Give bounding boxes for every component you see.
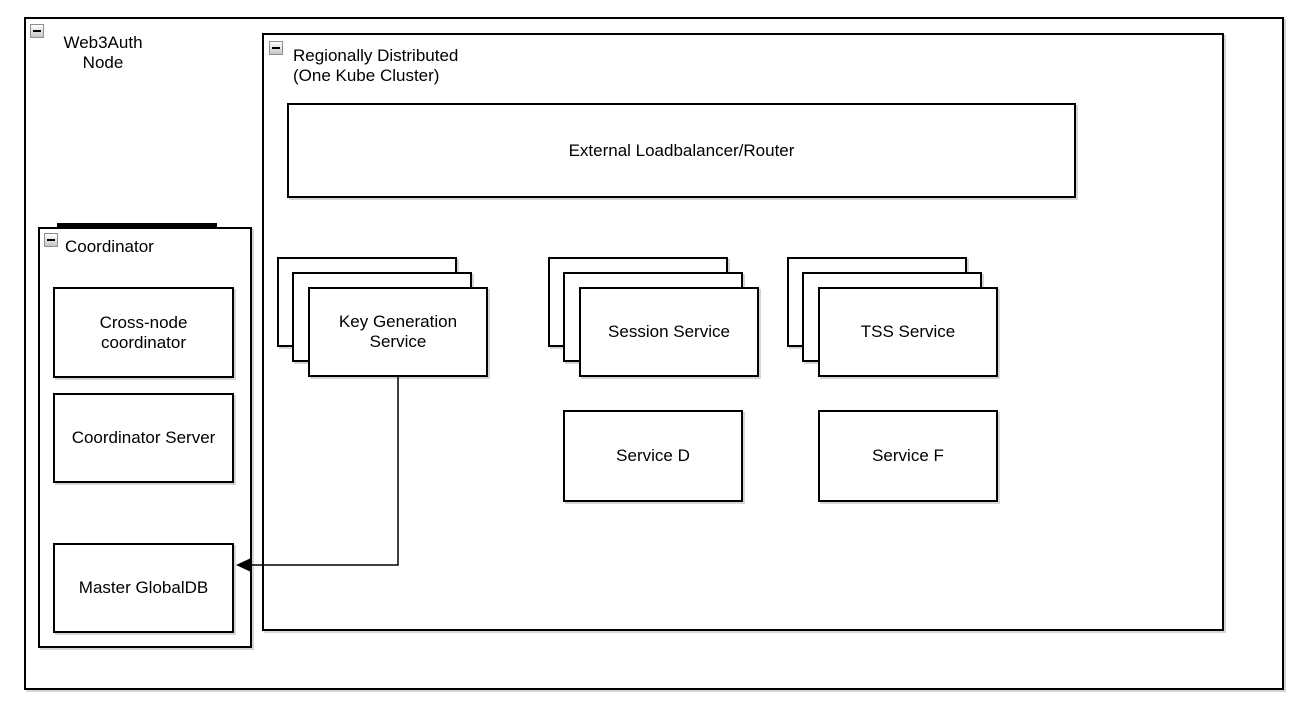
node-master-globaldb[interactable]: Master GlobalDB xyxy=(53,543,234,633)
node-label: TSS Service xyxy=(860,322,956,341)
node-loadbalancer[interactable]: External Loadbalancer/Router xyxy=(287,103,1076,198)
minus-glyph xyxy=(47,239,55,241)
node-label: Service D xyxy=(616,446,690,465)
collapse-icon[interactable] xyxy=(30,24,44,38)
group-edge-accent xyxy=(57,223,217,227)
node-label: Master GlobalDB xyxy=(78,578,209,597)
node-session-service[interactable]: Session Service xyxy=(579,287,759,377)
group-coordinator-label: Coordinator xyxy=(65,237,154,256)
node-tss-service[interactable]: TSS Service xyxy=(818,287,998,377)
node-label: External Loadbalancer/Router xyxy=(568,140,795,160)
node-label: Session Service xyxy=(608,322,730,341)
stack-tss-service[interactable]: TSS Service xyxy=(787,257,998,377)
minus-glyph xyxy=(272,47,280,49)
collapse-icon[interactable] xyxy=(44,233,58,247)
group-kube-cluster[interactable]: Regionally Distributed (One Kube Cluster… xyxy=(262,33,1224,631)
collapse-icon[interactable] xyxy=(269,41,283,55)
group-kube-label: Regionally Distributed (One Kube Cluster… xyxy=(293,46,459,85)
node-label: Service F xyxy=(872,446,944,465)
minus-glyph xyxy=(33,30,41,32)
stack-key-generation-service[interactable]: Key Generation Service xyxy=(277,257,488,377)
node-label: Cross-node coordinator xyxy=(99,312,188,352)
node-cross-node-coordinator[interactable]: Cross-node coordinator xyxy=(53,287,234,378)
node-service-f[interactable]: Service F xyxy=(818,410,998,502)
group-coordinator[interactable]: Coordinator Cross-node coordinator Coord… xyxy=(38,223,252,648)
node-label: Key Generation Service xyxy=(338,312,458,351)
node-label: Coordinator Server xyxy=(71,428,216,447)
node-service-d[interactable]: Service D xyxy=(563,410,743,502)
group-web3auth-node[interactable]: Web3Auth Node Regionally Distributed (On… xyxy=(24,17,1284,690)
node-coordinator-server[interactable]: Coordinator Server xyxy=(53,393,234,483)
stack-session-service[interactable]: Session Service xyxy=(548,257,759,377)
node-key-generation-service[interactable]: Key Generation Service xyxy=(308,287,488,377)
group-web3auth-label: Web3Auth Node xyxy=(63,33,143,72)
